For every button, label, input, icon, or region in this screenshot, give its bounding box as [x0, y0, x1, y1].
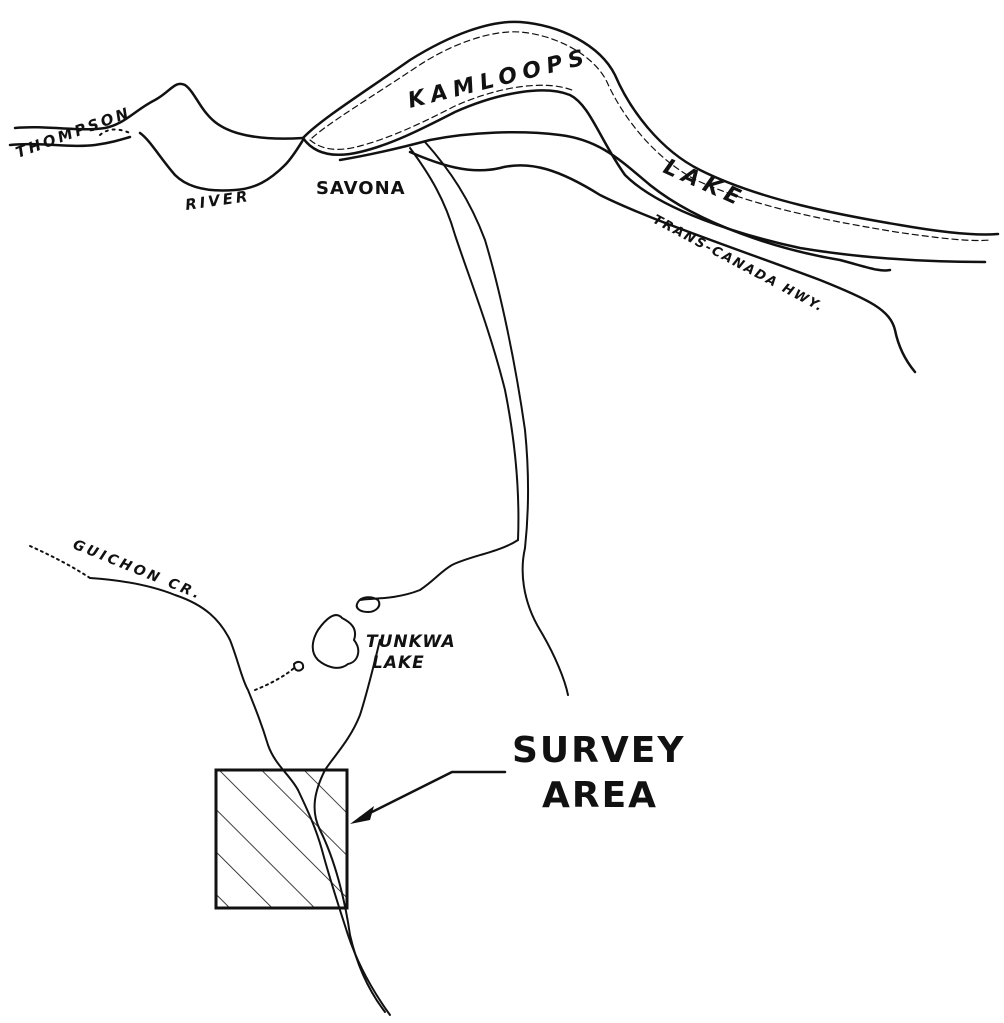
trans-canada-highway — [338, 131, 917, 374]
guichon-creek — [29, 545, 299, 791]
survey-leader-arrow — [350, 770, 507, 824]
kamloops-lake — [301, 20, 1000, 264]
tunkwa-label: TUNKWA — [366, 632, 456, 652]
kamloops-label: KAMLOOPS — [405, 44, 592, 113]
road-south — [359, 141, 569, 696]
trans-canada-label: TRANS-CANADA HWY. — [650, 212, 826, 315]
thompson-river — [8, 82, 305, 192]
savona-label: SAVONA — [316, 178, 406, 199]
lake-label: LAKE — [660, 155, 750, 213]
survey-area-box — [214, 768, 349, 910]
guichon-label: GUICHON CR. — [71, 537, 205, 604]
tunkwa-lake-label: LAKE — [372, 653, 425, 673]
river-label: RIVER — [184, 187, 251, 214]
survey-label: SURVEY — [512, 730, 685, 771]
thompson-label: THOMPSON — [13, 103, 133, 161]
area-label: AREA — [542, 775, 658, 816]
